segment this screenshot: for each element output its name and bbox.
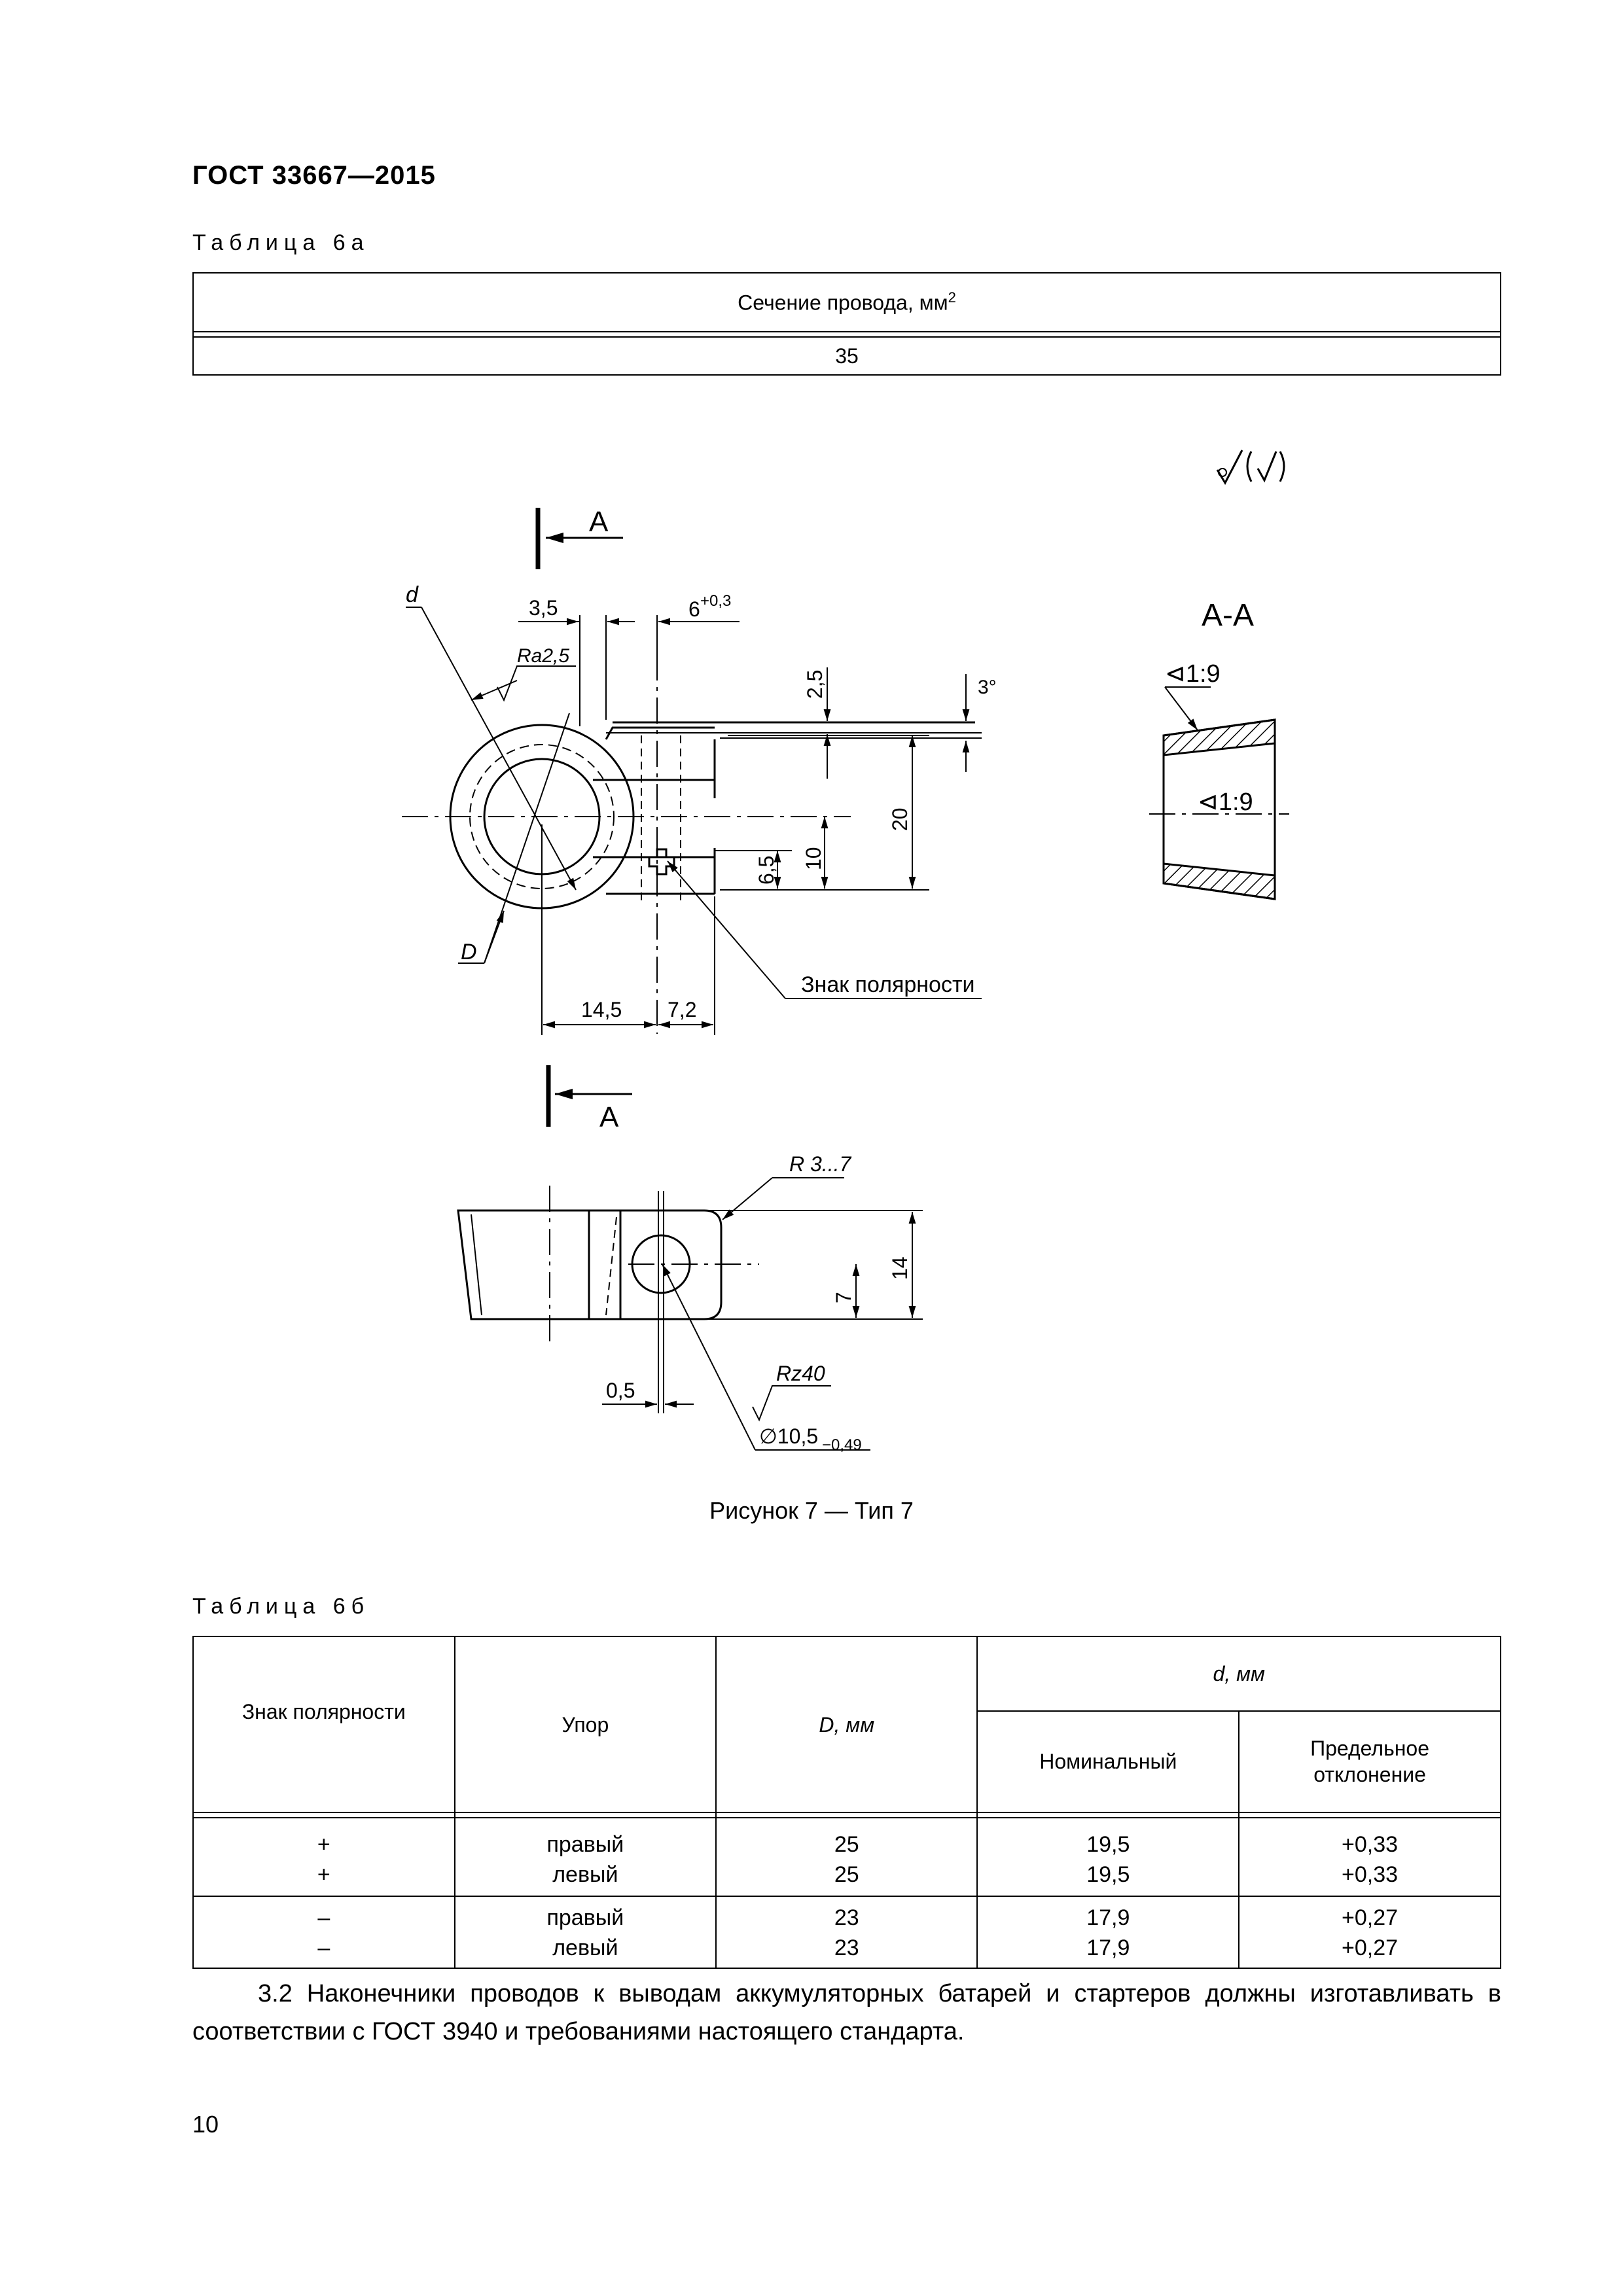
cell-stop: правый: [454, 1817, 717, 1860]
table-6a-header-sup: 2: [948, 289, 956, 306]
dim-d-label: d: [406, 582, 419, 607]
cell-sign: +: [192, 1860, 455, 1897]
dim-6-label: 6: [688, 597, 700, 621]
cell-D: 25: [715, 1817, 978, 1860]
table-6a-header: Сечение провода, мм2: [192, 272, 1501, 332]
technical-drawing: А А-А ⊲1:9 ⊲1:9 d D 3,5 6 +0,3 Ra2,5 3° …: [402, 450, 1289, 1454]
dim-10-label: 10: [802, 847, 825, 870]
hole-tolerance-label: −0,49: [822, 1436, 862, 1454]
taper-inner-label: ⊲1:9: [1198, 788, 1253, 816]
table-6a-value: 35: [192, 336, 1501, 376]
table-6b: Знак полярности Упор D, мм d, мм Номинал…: [192, 1636, 1501, 1969]
header-limit: Предельное отклонение: [1238, 1710, 1501, 1814]
document-header: ГОСТ 33667—2015: [192, 161, 436, 190]
section-mark-a-bottom: А: [599, 1101, 619, 1133]
table-6b-caption: Таблица 6б: [192, 1594, 370, 1619]
dim-7-label: 7: [832, 1292, 855, 1303]
cell-sign: –: [192, 1933, 455, 1969]
header-d: d, мм: [976, 1636, 1501, 1712]
cell-limit: +0,27: [1238, 1896, 1501, 1933]
table-row: + левый 25 19,5 +0,33: [192, 1860, 1501, 1897]
dim-6-5-label: 6,5: [755, 856, 778, 885]
header-D: D, мм: [715, 1636, 978, 1813]
cell-D: 23: [715, 1933, 978, 1969]
table-6a-double-rule: [192, 331, 1501, 338]
paragraph-3-2: 3.2 Наконечники проводов к выводам аккум…: [192, 1975, 1501, 2051]
cell-stop: левый: [454, 1860, 717, 1897]
angle-3-label: 3°: [978, 677, 997, 698]
header-stop: Упор: [454, 1636, 717, 1813]
cell-stop: правый: [454, 1896, 717, 1933]
cell-nominal: 19,5: [976, 1817, 1240, 1860]
cell-sign: +: [192, 1817, 455, 1860]
dim-3-5-label: 3,5: [529, 596, 558, 620]
ra-label: Ra2,5: [517, 645, 569, 667]
cell-nominal: 17,9: [976, 1933, 1240, 1969]
header-sign: Знак полярности: [192, 1636, 455, 1813]
cell-nominal: 19,5: [976, 1860, 1240, 1897]
table-6a-caption: Таблица 6а: [192, 230, 370, 255]
dim-7-2-label: 7,2: [668, 998, 696, 1021]
dim-14-5-label: 14,5: [581, 998, 622, 1021]
dim-0-5-label: 0,5: [606, 1379, 635, 1402]
cell-D: 23: [715, 1896, 978, 1933]
hole-diameter-label: ∅10,5: [759, 1424, 818, 1448]
dim-14-label: 14: [888, 1256, 912, 1280]
rz-label: Rz40: [776, 1362, 825, 1385]
cell-stop: левый: [454, 1933, 717, 1969]
cell-nominal: 17,9: [976, 1896, 1240, 1933]
cell-limit: +0,33: [1238, 1860, 1501, 1897]
table-row: + правый 25 19,5 +0,33: [192, 1817, 1501, 1860]
cell-limit: +0,27: [1238, 1933, 1501, 1969]
taper-outer-label: ⊲1:9: [1165, 660, 1221, 688]
dim-20-label: 20: [888, 807, 912, 831]
dim-2-5-label: 2,5: [803, 670, 827, 699]
table-6a-header-text: Сечение провода, мм: [738, 291, 948, 315]
cell-sign: –: [192, 1896, 455, 1933]
roughness-symbol: [1216, 450, 1285, 486]
dim-D-label: D: [461, 940, 477, 964]
dim-6-tol-label: +0,3: [700, 592, 731, 610]
table-row: – левый 23 17,9 +0,27: [192, 1933, 1501, 1969]
figure-caption: Рисунок 7 — Тип 7: [709, 1497, 914, 1524]
section-mark-a-top: А: [589, 506, 609, 538]
polarity-label: Знак полярности: [801, 972, 975, 997]
section-a-a: [1149, 686, 1289, 900]
paragraph-text: 3.2 Наконечники проводов к выводам аккум…: [192, 1980, 1501, 2045]
table-row: – правый 23 17,9 +0,27: [192, 1896, 1501, 1933]
cell-limit: +0,33: [1238, 1817, 1501, 1860]
header-nominal: Номинальный: [976, 1710, 1240, 1814]
table-6a: Сечение провода, мм2 35: [192, 272, 1501, 376]
cell-D: 25: [715, 1860, 978, 1897]
section-title: А-А: [1202, 598, 1254, 633]
page-number: 10: [192, 2111, 219, 2138]
section-mark-bottom: [546, 1065, 632, 1127]
radius-label: R 3...7: [789, 1152, 851, 1176]
section-mark-top: [535, 508, 623, 569]
